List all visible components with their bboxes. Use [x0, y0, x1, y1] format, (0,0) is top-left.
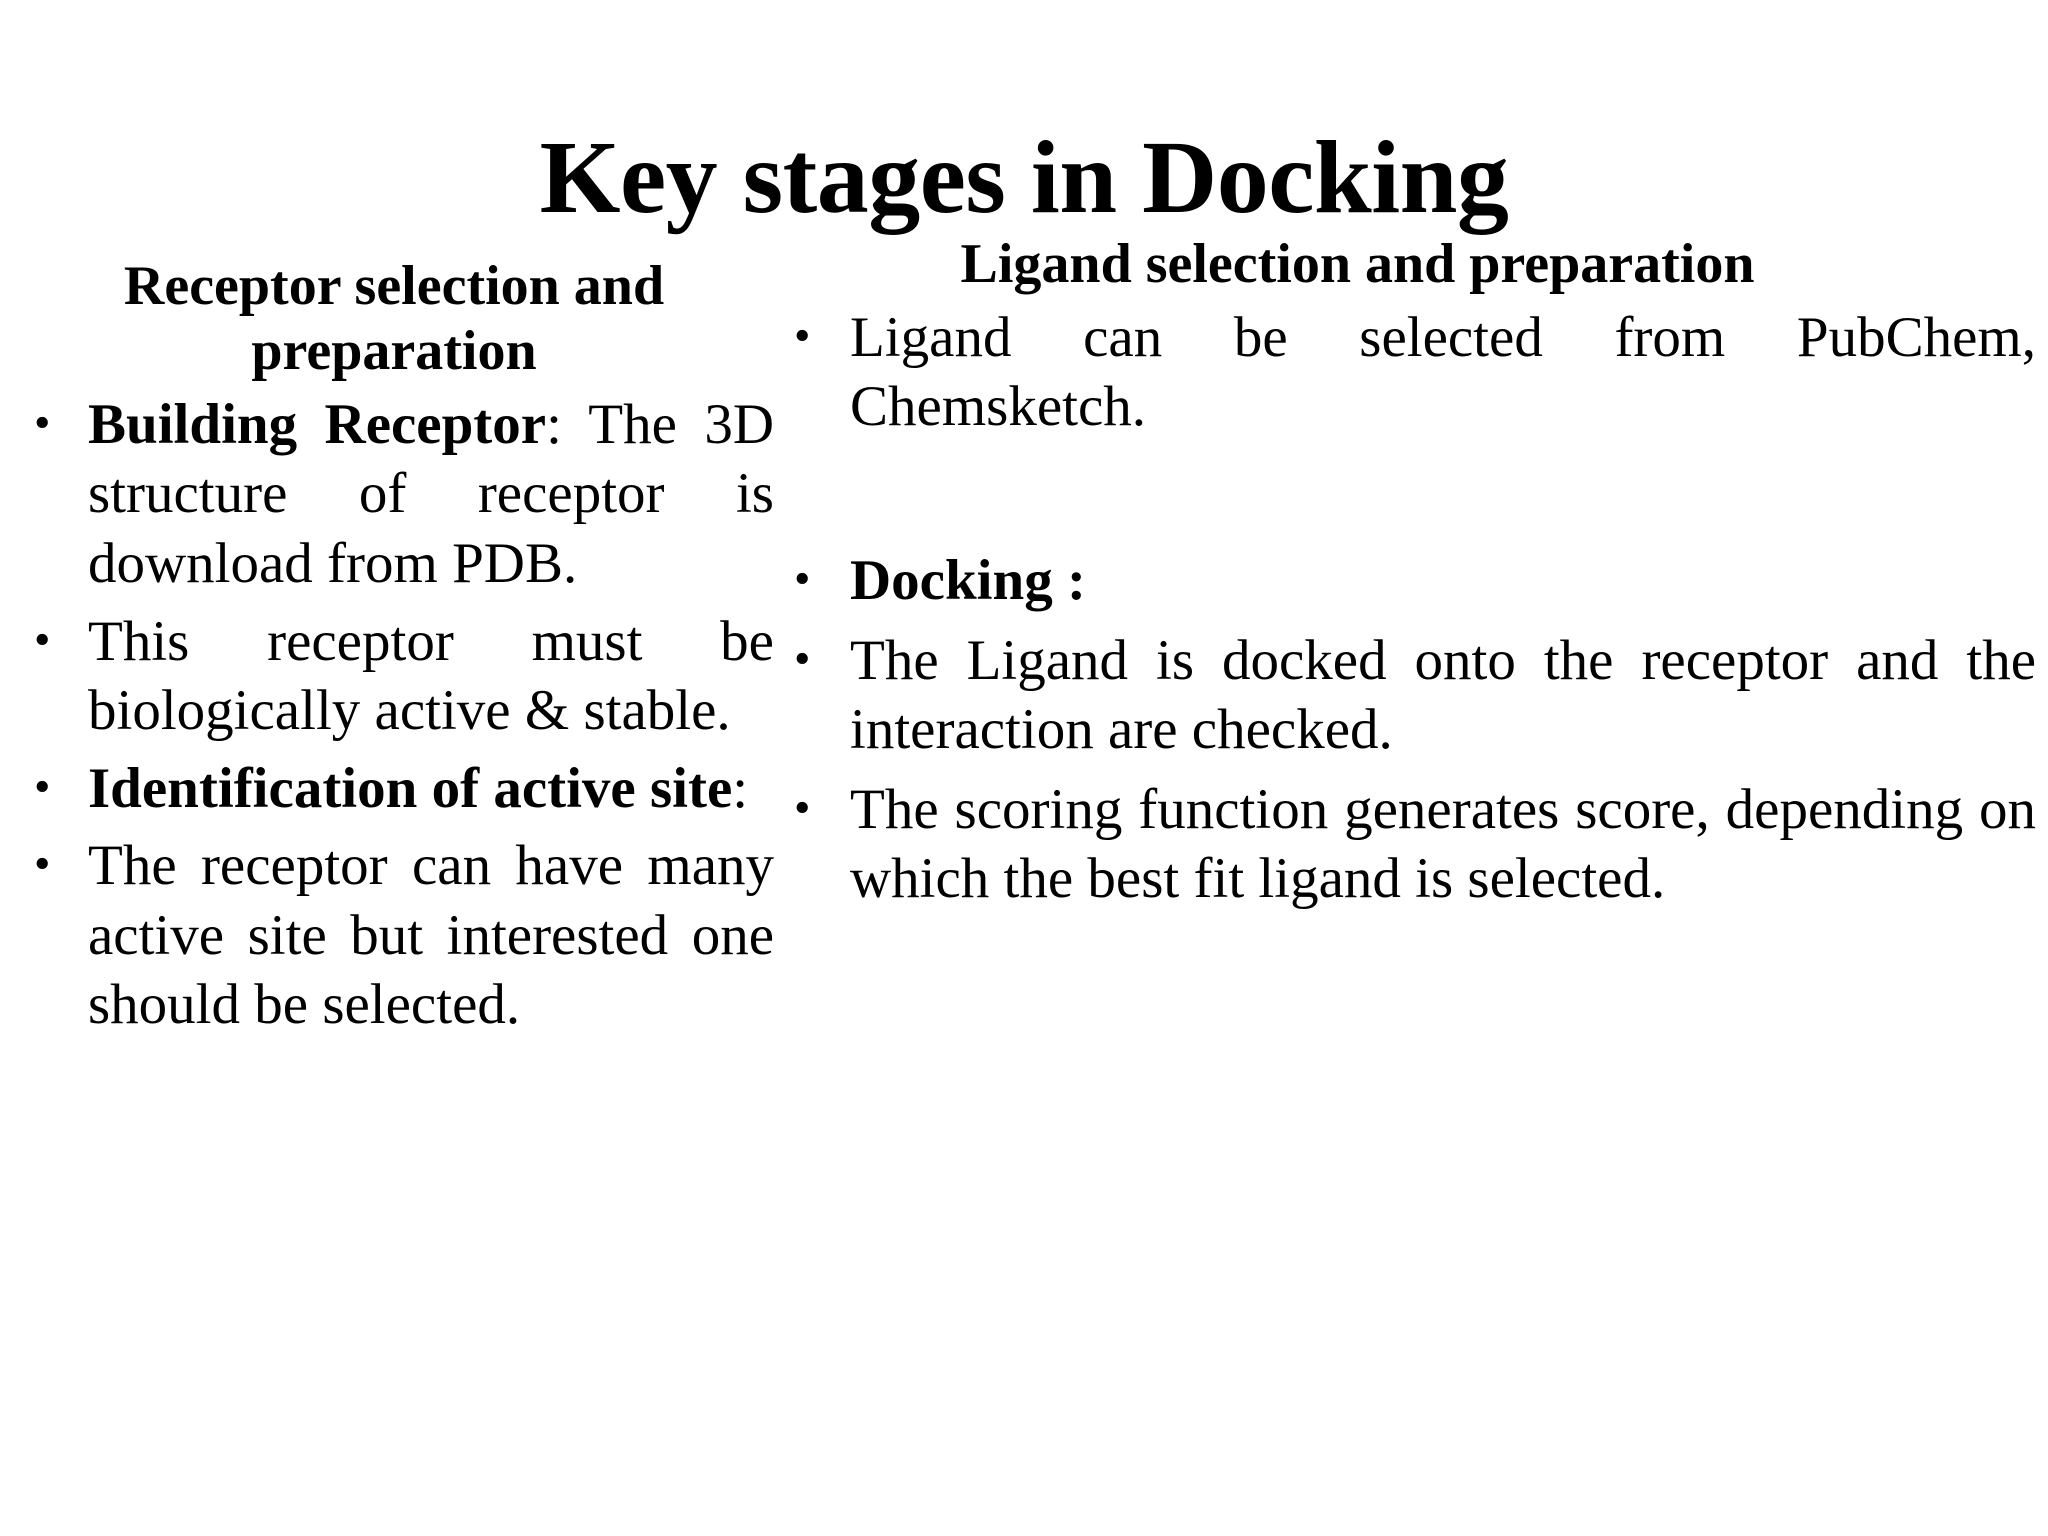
list-item: The receptor can have many active site b…	[14, 831, 774, 1040]
list-item: Identification of active site:	[14, 754, 774, 824]
column-right-heading: Ligand selection and preparation	[960, 233, 1755, 295]
list-item: The scoring function generates score, de…	[788, 775, 2036, 914]
column-left: Receptor selection and preparation Build…	[14, 232, 774, 1048]
list-item: Ligand can be selected from PubChem, Che…	[788, 303, 2036, 442]
bullet-text: This receptor must be biologically activ…	[88, 609, 774, 743]
page-title: Key stages in Docking	[539, 119, 1509, 235]
bullet-text: The Ligand is docked onto the receptor a…	[850, 628, 2036, 762]
bullet-text: The scoring function generates score, de…	[850, 777, 2036, 911]
bullet-bold-lead: Docking :	[850, 549, 1086, 613]
list-item: Building Receptor: The 3D structure of r…	[14, 390, 774, 599]
bullet-text: :	[732, 756, 749, 820]
bullet-bold-lead: Identification of active site	[88, 756, 733, 820]
bullet-bold-lead: Building Receptor	[88, 392, 547, 456]
column-right: Ligand selection and preparation Ligand …	[788, 232, 2036, 924]
column-left-heading: Receptor selection and preparation	[123, 255, 665, 382]
bullet-text: The receptor can have many active site b…	[88, 834, 774, 1037]
list-item: The Ligand is docked onto the receptor a…	[788, 626, 2036, 765]
list-item: Docking :	[788, 546, 2036, 616]
list-item: This receptor must be biologically activ…	[14, 607, 774, 746]
column-right-bullet-list: Ligand can be selected from PubChem, Che…	[788, 303, 2036, 914]
column-left-bullet-list: Building Receptor: The 3D structure of r…	[14, 390, 774, 1040]
bullet-text: Ligand can be selected from PubChem, Che…	[850, 305, 2036, 439]
bullet-text: : The 3D structure of receptor is downlo…	[88, 392, 774, 595]
